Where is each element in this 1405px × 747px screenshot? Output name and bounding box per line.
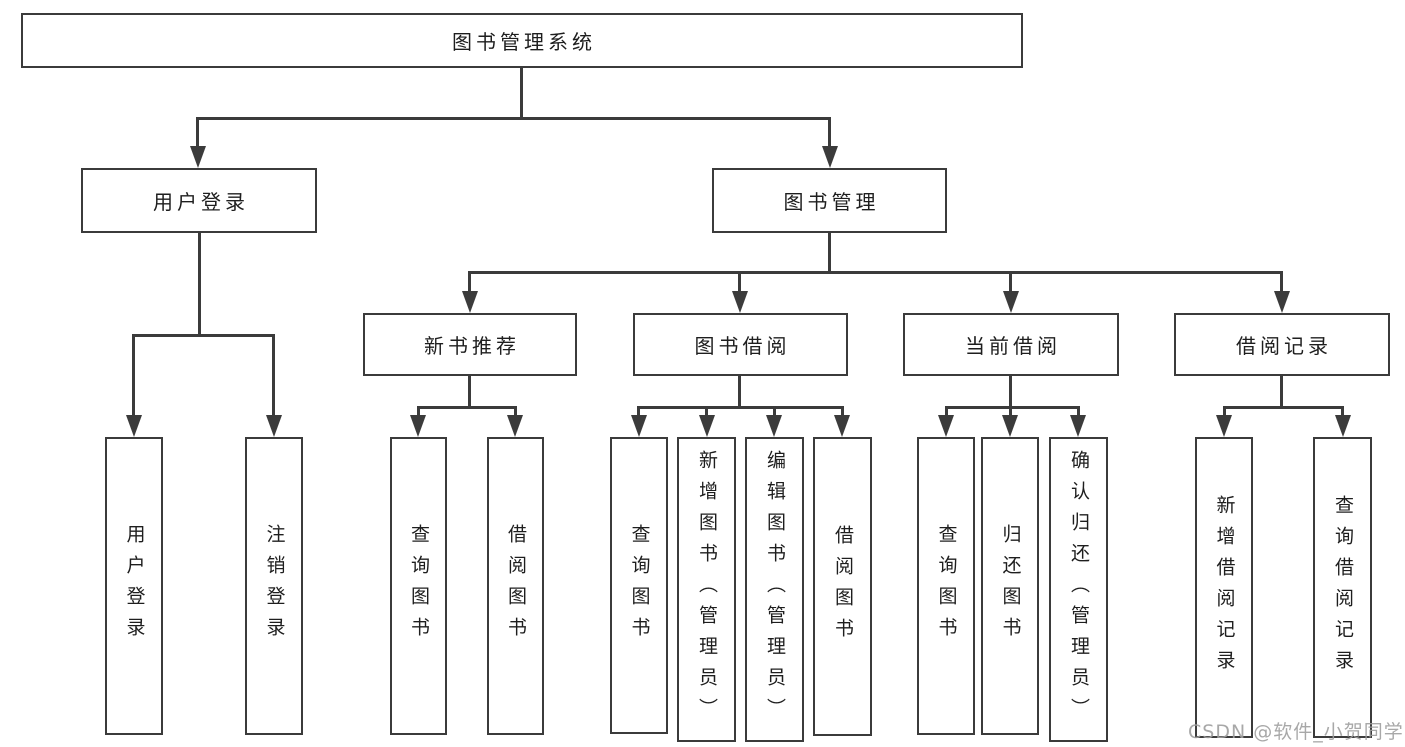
leaf-query-books-current: 查询图书: [917, 437, 975, 735]
leaf-borrow-books: 借阅图书: [813, 437, 872, 736]
node-book-borrowing: 图书借阅: [633, 313, 848, 376]
connector-line: [132, 334, 135, 417]
leaf-query-books-recommend: 查询图书: [390, 437, 447, 735]
arrow-down-icon: [1274, 291, 1290, 313]
node-label: 新增图书（管理员）: [696, 450, 718, 729]
connector-line: [198, 232, 201, 337]
node-label: 图书借阅: [694, 334, 791, 358]
connector-line: [468, 375, 471, 409]
node-borrowing-records: 借阅记录: [1174, 313, 1390, 376]
arrow-down-icon: [938, 415, 954, 437]
connector-line: [196, 117, 199, 148]
connector-line: [514, 406, 517, 418]
leaf-return-books: 归还图书: [981, 437, 1039, 735]
connector-line: [1009, 375, 1012, 409]
node-label: 归还图书: [999, 524, 1022, 648]
arrow-down-icon: [631, 415, 647, 437]
connector-line: [945, 406, 948, 418]
leaf-query-books-borrow: 查询图书: [610, 437, 668, 734]
node-user-login: 用户登录: [81, 168, 317, 233]
watermark: CSDN @软件_小贺同学: [1188, 721, 1404, 743]
connector-line: [1009, 271, 1012, 293]
node-label: 图书管理系统: [452, 30, 596, 54]
leaf-logout: 注销登录: [245, 437, 303, 735]
node-label: 查询图书: [408, 524, 430, 648]
connector-line: [828, 117, 831, 148]
connector-line: [828, 232, 831, 273]
connector-line: [639, 406, 843, 409]
connector-line: [520, 68, 523, 120]
connector-line: [738, 271, 741, 293]
connector-line: [1009, 406, 1012, 418]
leaf-add-borrow-record: 新增借阅记录: [1195, 437, 1253, 738]
node-label: 编辑图书（管理员）: [764, 450, 786, 729]
leaf-borrow-books-recommend: 借阅图书: [487, 437, 544, 735]
node-label: 用户登录: [123, 524, 146, 648]
leaf-confirm-return-admin: 确认归还（管理员）: [1049, 437, 1108, 742]
connector-line: [1280, 375, 1283, 409]
node-label: 借阅记录: [1236, 334, 1332, 358]
arrow-down-icon: [190, 146, 206, 168]
arrow-down-icon: [699, 415, 715, 437]
arrow-down-icon: [1002, 415, 1018, 437]
connector-line: [1224, 406, 1343, 409]
arrow-down-icon: [1335, 415, 1351, 437]
connector-line: [637, 406, 640, 418]
node-label: 注销登录: [263, 524, 286, 648]
node-book-management: 图书管理: [712, 168, 947, 233]
arrow-down-icon: [1070, 415, 1086, 437]
node-label: 当前借阅: [965, 334, 1061, 358]
arrow-down-icon: [822, 146, 838, 168]
connector-line: [841, 406, 844, 418]
connector-line: [197, 117, 831, 120]
arrow-down-icon: [732, 291, 748, 313]
node-label: 查询图书: [935, 524, 958, 648]
leaf-edit-books-admin: 编辑图书（管理员）: [745, 437, 804, 742]
arrow-down-icon: [507, 415, 523, 437]
connector-line: [132, 334, 275, 337]
connector-line: [417, 406, 420, 418]
node-new-book-recommendation: 新书推荐: [363, 313, 577, 376]
leaf-query-borrow-record: 查询借阅记录: [1313, 437, 1372, 738]
connector-line: [946, 406, 1079, 409]
node-label: 新书推荐: [424, 334, 520, 358]
connector-line: [468, 271, 471, 293]
arrow-down-icon: [766, 415, 782, 437]
arrow-down-icon: [266, 415, 282, 437]
connector-line: [1280, 271, 1283, 293]
leaf-user-login: 用户登录: [105, 437, 163, 735]
arrow-down-icon: [834, 415, 850, 437]
node-label: 借阅图书: [832, 524, 854, 649]
arrow-down-icon: [410, 415, 426, 437]
node-label: 用户登录: [153, 190, 249, 214]
connector-line: [272, 334, 275, 417]
connector-line: [1077, 406, 1080, 418]
arrow-down-icon: [1003, 291, 1019, 313]
node-current-borrowing: 当前借阅: [903, 313, 1119, 376]
connector-line: [773, 406, 776, 418]
connector-line: [738, 375, 741, 409]
connector-line: [1341, 406, 1344, 418]
arrow-down-icon: [1216, 415, 1232, 437]
node-label: 新增借阅记录: [1213, 494, 1236, 681]
arrow-down-icon: [462, 291, 478, 313]
node-label: 图书管理: [783, 190, 880, 214]
connector-line: [469, 271, 1283, 274]
node-label: 查询借阅记录: [1332, 494, 1354, 681]
arrow-down-icon: [126, 415, 142, 437]
node-label: 借阅图书: [505, 524, 527, 648]
connector-line: [705, 406, 708, 418]
connector-line: [418, 406, 516, 409]
connector-line: [1223, 406, 1226, 418]
node-label: 确认归还（管理员）: [1068, 450, 1090, 729]
node-label: 查询图书: [628, 523, 651, 648]
node-root: 图书管理系统: [21, 13, 1023, 68]
leaf-add-books-admin: 新增图书（管理员）: [677, 437, 736, 742]
